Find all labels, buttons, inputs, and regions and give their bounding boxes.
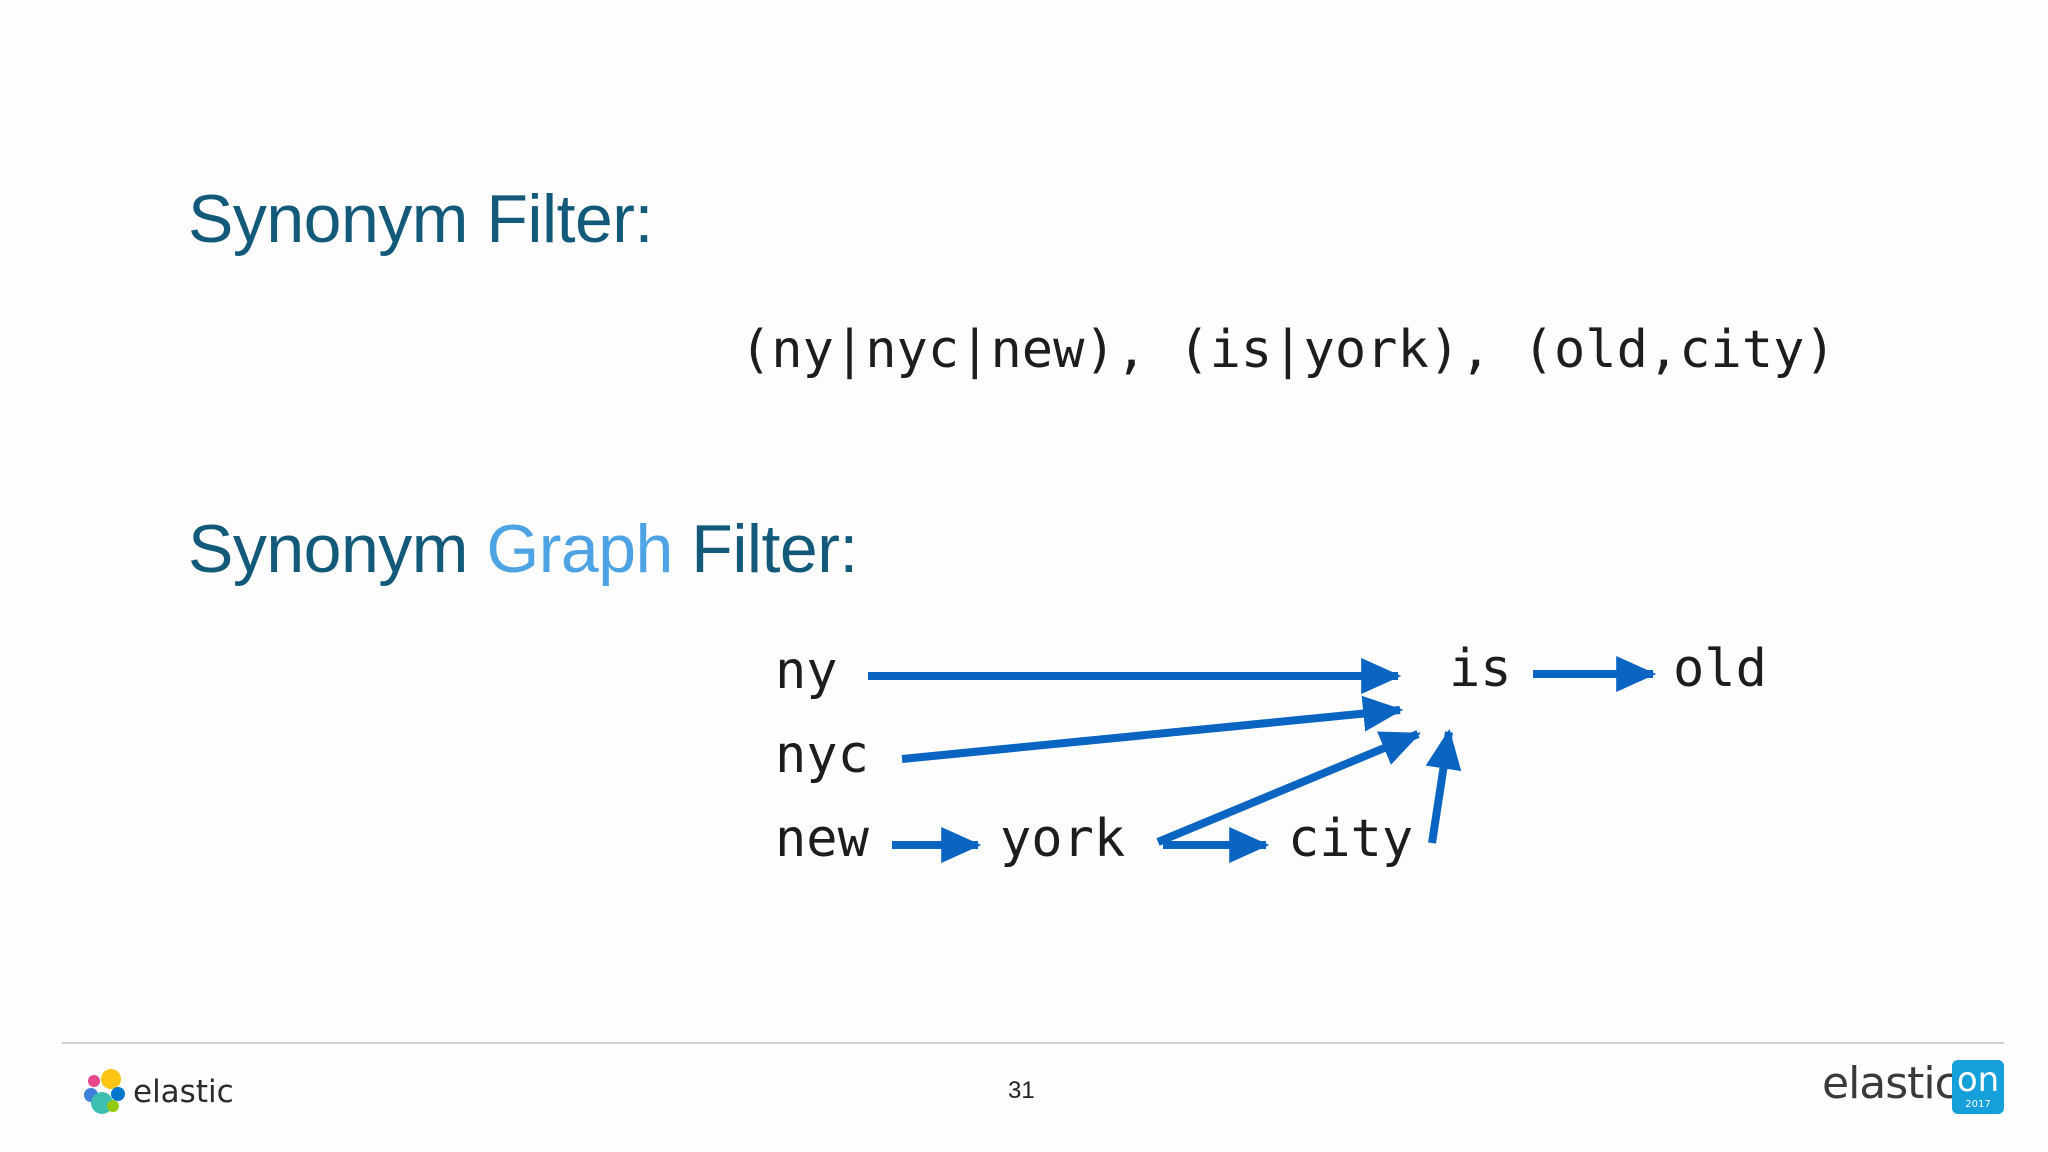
token-new: new bbox=[775, 809, 870, 869]
elasticon-brand-name: elastic bbox=[1822, 1058, 1959, 1109]
synonym-graph-filter-heading: Synonym Graph Filter: bbox=[188, 510, 858, 588]
elasticon-badge-year: 2017 bbox=[1965, 1099, 1991, 1110]
elasticon-badge-icon: on 2017 bbox=[1952, 1060, 2004, 1114]
edge-york-to-is bbox=[1156, 730, 1421, 846]
token-is: is bbox=[1449, 639, 1512, 699]
token-old: old bbox=[1673, 639, 1767, 699]
synonym-filter-heading: Synonym Filter: bbox=[188, 181, 653, 257]
heading-word-filter: Filter: bbox=[691, 511, 858, 587]
footer-divider bbox=[62, 1042, 2004, 1044]
token-nyc: nyc bbox=[775, 725, 869, 785]
synonym-rule-text: (ny|nyc|new), (is|york), (old,city) bbox=[740, 320, 1836, 380]
edge-city-to-is bbox=[1425, 728, 1462, 844]
elastic-brand-name: elastic bbox=[133, 1074, 234, 1110]
page-number: 31 bbox=[1008, 1077, 1035, 1104]
heading-word-graph: Graph bbox=[486, 511, 673, 587]
token-york: york bbox=[1000, 809, 1125, 869]
token-city: city bbox=[1288, 809, 1413, 869]
elastic-logo-icon bbox=[84, 1069, 125, 1114]
token-ny: ny bbox=[775, 641, 838, 701]
elasticon-badge-on: on bbox=[1956, 1060, 2000, 1100]
heading-word-synonym: Synonym bbox=[188, 511, 468, 587]
edge-nyc-to-is bbox=[901, 695, 1404, 763]
